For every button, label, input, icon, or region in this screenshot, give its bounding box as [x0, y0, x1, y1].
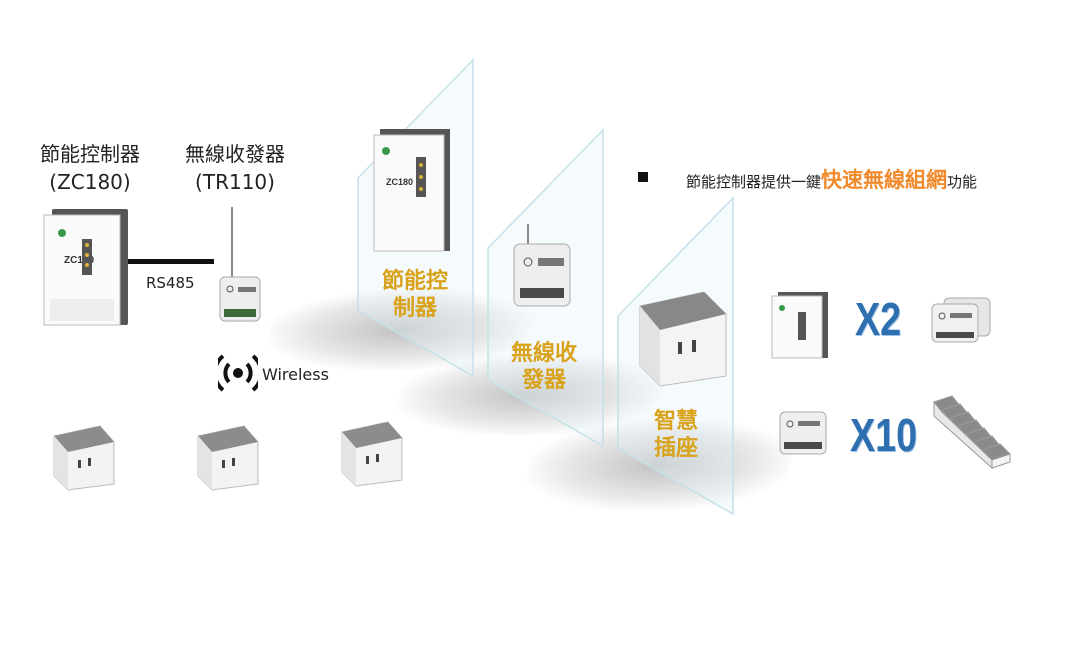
panel-receiver-label: 無線收 發器 [510, 341, 577, 393]
feature-highlight: 快速無線組網 [821, 168, 948, 192]
controller-title-block: 節能控制器 (ZC180) [30, 140, 150, 196]
feature-prefix: 節能控制器提供一鍵 [686, 173, 822, 191]
feature-suffix: 功能 [947, 173, 978, 191]
panel-socket-device [639, 291, 727, 387]
controller-model: (ZC180) [49, 170, 131, 194]
bundle-socket-stack-image [933, 395, 1011, 470]
smart-socket-image [53, 425, 115, 491]
panel-controller-label: 節能控 制器 [381, 269, 448, 321]
wireless-label: Wireless [262, 365, 329, 384]
bundle-controller-image [771, 292, 828, 359]
receiver-device-image [219, 207, 261, 322]
controller-device-logo: ZC180 [64, 255, 94, 266]
smart-socket-image [341, 421, 403, 487]
controller-title: 節能控制器 [40, 142, 140, 166]
socket-count: X10 [850, 409, 918, 461]
bullet-square-icon [638, 172, 648, 182]
receiver-model: (TR110) [195, 170, 275, 194]
bundle-receiver-image [779, 411, 827, 455]
panel-controller-logo: ZC180 [386, 177, 413, 187]
rs485-label: RS485 [146, 274, 195, 292]
feature-statement: 節能控制器提供一鍵快速無線組網功能 [686, 164, 977, 194]
receiver-title: 無線收發器 [185, 142, 285, 166]
panel-receiver-device [513, 224, 571, 307]
panel-socket-label: 智慧 插座 [653, 409, 698, 461]
controller-device-image: ZC180 [43, 209, 128, 326]
receiver-title-block: 無線收發器 (TR110) [175, 140, 295, 196]
controller-count: X2 [855, 293, 902, 345]
smart-socket-image [197, 425, 259, 491]
rs485-cable [128, 259, 214, 264]
panel-controller-device: ZC180 [373, 129, 450, 252]
bundle-receiver-pair-image [931, 297, 991, 343]
wireless-signal-icon [218, 354, 258, 392]
